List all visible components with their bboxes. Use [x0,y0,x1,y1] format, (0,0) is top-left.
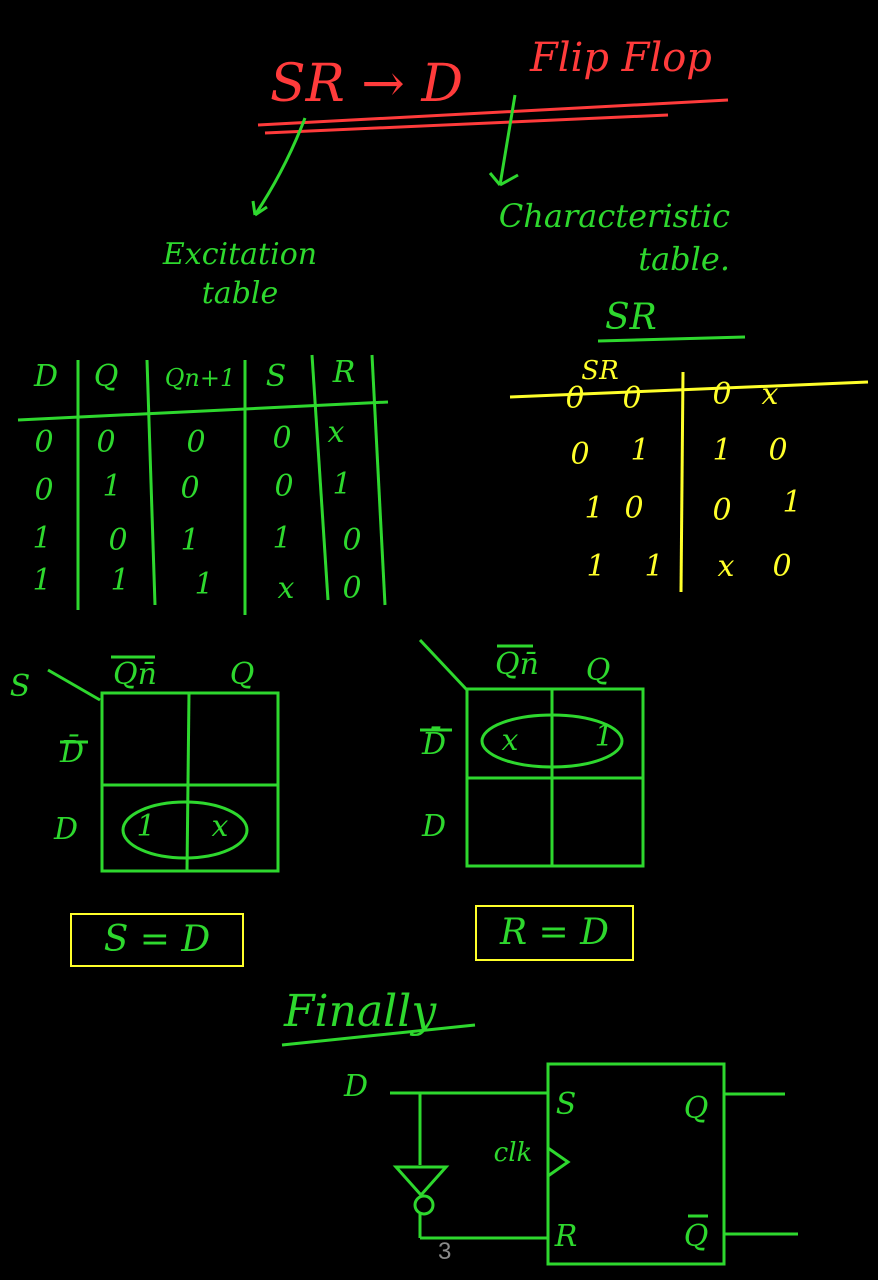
characteristic-table-grid [509,371,869,593]
characteristic-cell: x [761,377,779,412]
excitation-cell: 0 [34,425,54,460]
excitation-cell: 0 [108,523,128,558]
characteristic-cell: 0 [712,493,732,528]
characteristic-cell: 1 [712,433,732,468]
finally-heading: Finally [284,986,437,1037]
circuit-pin-r: R [554,1219,578,1254]
excitation-cell: 1 [180,523,200,558]
characteristic-cell: 0 [624,491,644,526]
excitation-cell: 1 [102,469,122,504]
characteristic-cell: 1 [782,485,802,520]
kmap-r-col-label: Q [585,653,611,688]
characteristic-header: SR [581,356,619,386]
title-underline-1 [257,98,729,127]
characteristic-table-label: Characteristic table. [498,197,730,279]
excitation-cell: x [277,571,295,606]
characteristic-title: SR [605,297,657,338]
excitation-cell: x [327,415,345,450]
title-conversion: SR → D [270,54,464,114]
kmap-s-row-label: D [53,812,79,847]
kmap-r-grid [418,638,645,868]
excitation-cell: 1 [272,521,292,556]
excitation-header-q: Q [93,359,119,394]
circuit-pin-q: Q [683,1091,709,1126]
excitation-cell: 1 [110,563,130,598]
kmap-s-row-label: D̄ [59,735,85,770]
circuit-wiring [390,1062,798,1266]
excitation-arrow [251,117,307,217]
title-underline-2 [264,113,669,135]
excitation-cell: 1 [194,567,214,602]
kmap-r-result: R = D [475,905,634,961]
characteristic-arrow [488,94,519,187]
excitation-header-r: R [332,355,356,390]
characteristic-cell: 0 [565,381,585,416]
excitation-cell: 0 [180,471,200,506]
characteristic-cell: 1 [584,491,604,526]
excitation-cell: 0 [274,469,294,504]
excitation-table-label: Excitation table [162,237,318,311]
characteristic-cell: 0 [570,437,590,472]
page-number: 3 [438,1238,452,1265]
characteristic-title-underline [597,335,746,343]
excitation-cell: 0 [96,425,116,460]
excitation-cell: 0 [342,571,362,606]
kmap-s-col-label: Qn̄ [113,657,157,692]
kmap-s-cell: x [211,809,229,844]
characteristic-cell: 0 [712,377,732,412]
excitation-header-d: D [33,359,59,394]
characteristic-cell: 0 [768,433,788,468]
excitation-cell: 0 [272,421,292,456]
kmap-r-row-label: D [421,809,447,844]
excitation-header-s: S [265,359,287,394]
excitation-cell: 0 [342,523,362,558]
circuit-clk-label: clk [493,1138,533,1168]
excitation-cell: 0 [186,425,206,460]
circuit-input-d: D [343,1069,369,1104]
kmap-s-result: S = D [70,913,244,967]
kmap-r-cell: x [501,723,519,758]
characteristic-cell: 1 [644,549,664,584]
characteristic-cell: 0 [772,549,792,584]
circuit-pin-s: S [555,1087,577,1122]
characteristic-cell: 1 [630,433,650,468]
excitation-cell: 1 [32,521,52,556]
excitation-cell: 1 [332,467,352,502]
excitation-header-qn1: Qn+1 [164,364,236,392]
title-flip-flop: Flip Flop [530,35,712,81]
kmap-s-corner-label: S [9,669,31,704]
characteristic-cell: 1 [586,549,606,584]
finally-underline [281,1023,476,1047]
circuit-pin-qbar: Q [683,1219,709,1254]
kmap-r-row-label: D̄ [421,727,447,762]
kmap-s-cell: 1 [136,809,156,844]
kmap-s-col-label: Q [229,657,255,692]
excitation-table-grid [17,354,389,615]
characteristic-cell: 0 [622,381,642,416]
characteristic-cell: x [717,549,735,584]
kmap-r-cell: 1 [594,719,614,754]
excitation-cell: 0 [34,473,54,508]
excitation-cell: 1 [32,563,52,598]
kmap-r-col-label: Qn̄ [495,647,539,682]
kmap-s-grid [47,655,280,873]
